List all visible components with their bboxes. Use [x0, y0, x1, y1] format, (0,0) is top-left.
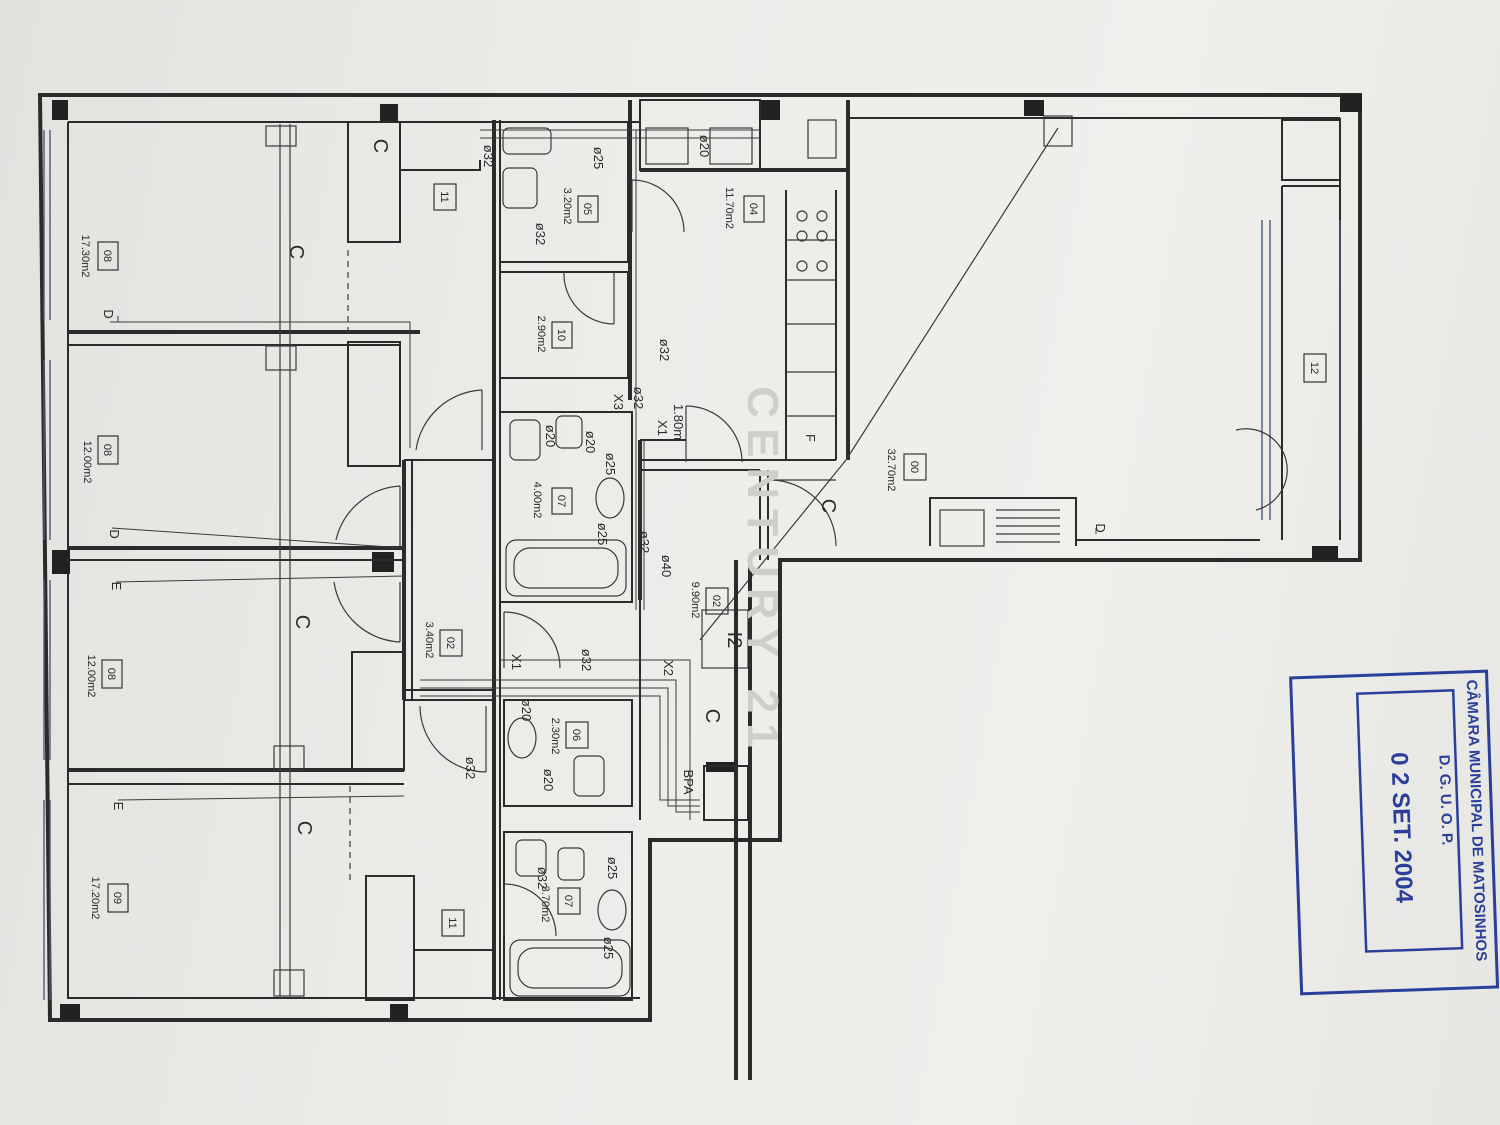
closet-letter: C: [369, 139, 391, 153]
room-labels: 08 17.30m2 08 12.00m2 08 12.00m2 09 17.2…: [79, 187, 1320, 929]
pipe-diameters: ø25 ø32 ø32 ø20 ø32 ø32 ø20 ø20 ø25 ø25 …: [463, 135, 712, 959]
diameter: ø32: [481, 145, 496, 167]
diameter: ø20: [543, 425, 558, 447]
wetroom-walls: [499, 100, 642, 1001]
room-tag: 05: [581, 203, 593, 215]
room-area: 3.70m2: [539, 886, 551, 923]
room-tag: 07: [562, 895, 574, 907]
diameter: ø20: [541, 769, 556, 791]
room-tag: 06: [570, 729, 582, 741]
room-area: 17.30m2: [79, 235, 91, 278]
room-area: 17.20m2: [89, 877, 101, 920]
plan-letters: C C C C C C F D D D E E I2 BPA X3 X1 X2 …: [101, 139, 1108, 835]
diameter: ø32: [533, 223, 548, 245]
room-tag: 08: [105, 668, 117, 680]
room-tag: 11: [438, 191, 450, 202]
room-area: 32.70m2: [885, 449, 897, 492]
closet-letter: C: [817, 499, 839, 513]
diameter: ø25: [605, 857, 620, 879]
hall-entrance: [640, 469, 769, 1080]
kitchen: [639, 99, 848, 461]
diameter: ø25: [601, 937, 616, 959]
diameter: ø25: [591, 147, 606, 169]
room-area: 11.70m2: [723, 187, 735, 229]
room-area: 12.00m2: [85, 655, 97, 698]
room-tag: 09: [111, 892, 123, 904]
drain-letter: E: [111, 802, 126, 811]
room-area: 3.20m2: [561, 188, 573, 225]
service-pipes: [110, 129, 1097, 820]
height-label: 1.80m: [671, 404, 686, 440]
room-tag: 02: [444, 637, 456, 649]
diameter: ø20: [583, 431, 598, 453]
room-tag: 04: [747, 203, 759, 215]
diameter: ø32: [579, 649, 594, 671]
closet-letter: C: [291, 615, 313, 629]
diameter: ø25: [603, 453, 618, 475]
diameter: ø32: [631, 387, 646, 409]
x3-label: X3: [611, 394, 626, 410]
municipal-stamp: CÂMARA MUNICIPAL DE MATOSINHOS D. G. U. …: [1289, 669, 1500, 996]
closet-letter: C: [285, 245, 307, 259]
room-tag-boxes: [97, 183, 1327, 937]
room-tag: 12: [1308, 362, 1320, 374]
room-tag: 10: [555, 329, 567, 341]
diameter: ø32: [463, 757, 478, 779]
x1-label: X1: [509, 654, 524, 670]
diameter: ø32: [637, 531, 652, 553]
room-area: 9.90m2: [689, 582, 701, 619]
watermark: CENTURY 21: [738, 386, 787, 757]
drain-letter: D: [1093, 523, 1108, 532]
room-area: 3.40m2: [423, 622, 435, 659]
stamp-department: D. G. U. O. P.: [1435, 754, 1455, 845]
diameter: ø40: [659, 555, 674, 577]
stamp-date: 0 2 SET. 2004: [1385, 752, 1417, 904]
doors: [333, 179, 837, 937]
room-tag: 08: [101, 444, 113, 456]
diameter: ø32: [535, 867, 550, 889]
room-area: 2.30m2: [549, 718, 561, 755]
closet-letter: C: [293, 821, 315, 835]
room-tag: 07: [555, 495, 567, 507]
bedroom-walls: [43, 121, 494, 1001]
room-tag: 02: [710, 595, 722, 607]
room-tag: 11: [446, 917, 458, 928]
room-area: 2.90m2: [535, 316, 547, 353]
outer-walls: [37, 93, 1362, 1022]
stamp-authority: CÂMARA MUNICIPAL DE MATOSINHOS: [1463, 679, 1491, 961]
x1-label: X1: [655, 420, 670, 436]
drain-letter: D: [101, 309, 116, 318]
closet-letter: C: [701, 709, 723, 723]
bpa-label: BPA: [681, 769, 696, 794]
diameter: ø20: [697, 135, 712, 157]
diameter: ø32: [657, 339, 672, 361]
room-area: 4.00m2: [531, 482, 543, 519]
structural-columns: [52, 94, 1362, 1020]
intercom-label: I2: [723, 632, 745, 649]
x2-label: X2: [661, 660, 676, 676]
room-area: 12.00m2: [81, 441, 93, 484]
drain-letter: E: [109, 582, 124, 591]
room-tag: 00: [908, 461, 920, 473]
room-tag: 08: [101, 250, 113, 262]
diameter: ø20: [519, 699, 534, 721]
drain-letter: D: [107, 529, 122, 538]
corridor-walls: [402, 120, 501, 1000]
diameter: ø25: [595, 523, 610, 545]
fridge-letter: F: [803, 434, 818, 442]
